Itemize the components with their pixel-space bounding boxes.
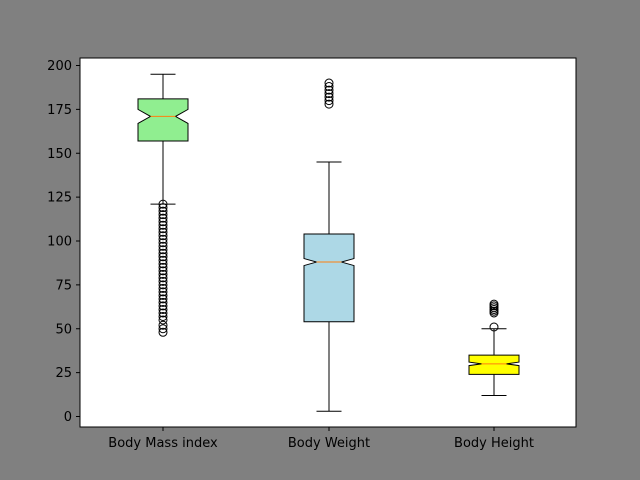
outlier-point	[158, 252, 168, 262]
outlier-point	[158, 290, 168, 300]
outlier-point	[158, 266, 168, 276]
y-tick-label: 25	[55, 366, 72, 381]
outlier-point	[158, 262, 168, 272]
outlier-point	[158, 238, 168, 248]
outlier-point	[158, 234, 168, 244]
outlier-point	[158, 199, 168, 209]
outlier-point	[324, 99, 334, 109]
outlier-point	[158, 276, 168, 286]
outlier-point	[158, 304, 168, 314]
outlier-point	[158, 245, 168, 255]
outlier-point	[324, 85, 334, 95]
y-tick-label: 50	[55, 322, 72, 337]
outlier-point	[324, 89, 334, 99]
outlier-point	[324, 78, 334, 88]
outlier-point	[158, 324, 168, 334]
outlier-point	[158, 320, 168, 330]
outlier-point	[158, 283, 168, 293]
outlier-point	[158, 203, 168, 213]
y-axis: 0 25 50 75 100 125 150 175 200	[47, 59, 80, 425]
outlier-point	[489, 322, 499, 332]
outlier-point	[158, 327, 168, 337]
outlier-point	[158, 210, 168, 220]
outlier-point	[324, 92, 334, 102]
outlier-point	[158, 224, 168, 234]
x-tick-label: Body Height	[454, 436, 534, 451]
y-tick-label: 125	[47, 191, 72, 206]
outlier-point	[158, 217, 168, 227]
outlier-point	[158, 259, 168, 269]
outlier-point	[158, 227, 168, 237]
outlier-point	[158, 311, 168, 321]
box-body	[468, 354, 520, 375]
y-tick-label: 200	[47, 59, 72, 74]
x-axis: Body Mass index Body Weight Body Height	[108, 427, 534, 451]
outlier-point	[158, 287, 168, 297]
box-group-0	[137, 73, 189, 337]
outlier-point	[158, 220, 168, 230]
outlier-point	[158, 241, 168, 251]
y-tick-label: 175	[47, 103, 72, 118]
outlier-point	[158, 269, 168, 279]
y-tick-label: 75	[55, 278, 72, 293]
box-body	[303, 233, 355, 323]
outlier-point	[158, 213, 168, 223]
boxes	[137, 73, 520, 412]
outlier-point	[158, 294, 168, 304]
outlier-point	[158, 297, 168, 307]
outlier-point	[158, 231, 168, 241]
box-body	[137, 98, 189, 142]
y-tick-label: 0	[64, 410, 72, 425]
outlier-point	[324, 82, 334, 92]
outlier-point	[158, 206, 168, 216]
outlier-point	[158, 308, 168, 318]
outlier-point	[158, 280, 168, 290]
outlier-point	[158, 255, 168, 265]
outlier-point	[489, 299, 499, 309]
x-tick-label: Body Mass index	[108, 436, 218, 451]
y-tick-label: 100	[47, 235, 72, 250]
box-group-1	[303, 78, 355, 412]
y-tick-label: 150	[47, 147, 72, 162]
box-group-2	[468, 299, 520, 396]
outlier-point	[158, 248, 168, 258]
outlier-point	[158, 301, 168, 311]
outlier-point	[158, 315, 168, 325]
outlier-point	[324, 96, 334, 106]
x-tick-label: Body Weight	[288, 436, 370, 451]
outlier-point	[158, 273, 168, 283]
